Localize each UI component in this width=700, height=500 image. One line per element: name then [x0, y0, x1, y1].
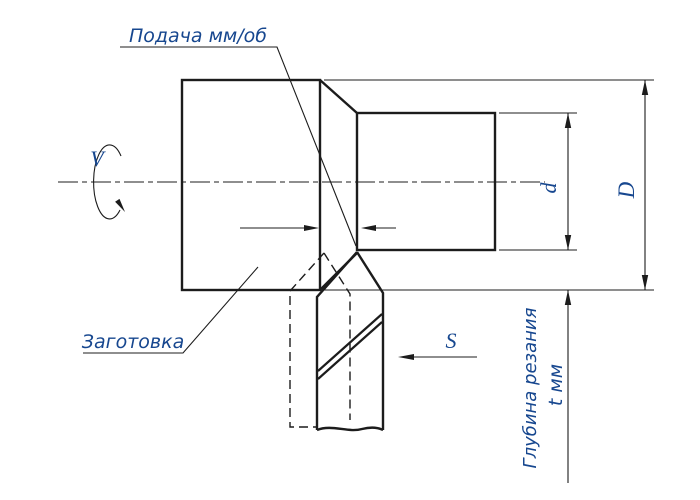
- leader-lines: [83, 46, 357, 354]
- d-arrow-up-icon: [564, 113, 572, 128]
- tool-bottom-break-line: [316, 426, 384, 432]
- workpiece-large-cylinder: [180, 78, 322, 292]
- s-arrow-left-icon: [398, 354, 414, 360]
- D-arrow-down-icon: [641, 275, 649, 290]
- D-label: D: [614, 181, 639, 199]
- hidden-tool-edges: [289, 252, 351, 428]
- feed-leader: [120, 46, 357, 247]
- feed-arrow-right-icon: [304, 225, 319, 231]
- rotation-ellipse-arc: [93, 144, 122, 220]
- speed-rotation-arrow: [93, 144, 122, 220]
- chamfer-top: [319, 79, 358, 114]
- workpiece-label: Заготовка: [82, 331, 184, 353]
- depth-of-cut-label: Глубина резания: [520, 307, 541, 468]
- D-arrow-up-icon: [641, 80, 649, 95]
- s-label: S: [446, 328, 457, 353]
- feed-label: Подача мм/об: [129, 25, 267, 47]
- hidden-tool-right: [323, 252, 351, 420]
- feed-arrow-left-icon: [361, 225, 376, 231]
- dimension-lines: [240, 79, 654, 483]
- t-arrow-up-icon: [564, 290, 572, 305]
- cutting-tool: [315, 251, 385, 432]
- tool-left-edge: [315, 251, 358, 430]
- v-label: V: [90, 146, 106, 171]
- workpiece-outline: [180, 78, 497, 292]
- hidden-tool-left: [289, 252, 325, 428]
- d-arrow-down-icon: [564, 235, 572, 250]
- rotation-arrowhead-icon: [115, 198, 125, 212]
- workpiece-leader: [83, 266, 259, 354]
- tool-right-edge: [355, 251, 385, 430]
- labels: Подача мм/об Заготовка V S d D Глубина р…: [82, 25, 639, 468]
- workpiece-small-cylinder: [355, 111, 497, 252]
- d-label: d: [536, 182, 561, 194]
- t-mm-label: t мм: [545, 364, 567, 406]
- insert-seam-upper: [317, 313, 383, 372]
- arrowheads: [115, 80, 649, 360]
